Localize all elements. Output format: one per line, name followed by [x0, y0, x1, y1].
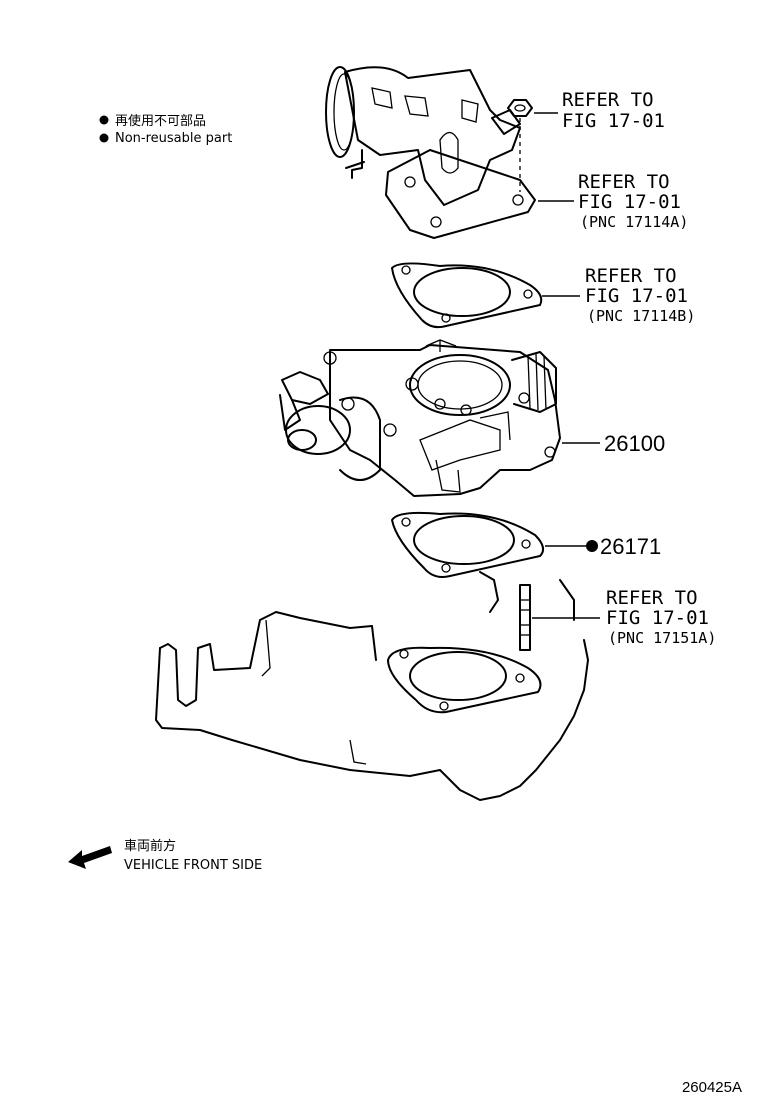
callout-line2: FIG 17-01 — [578, 191, 681, 213]
callout-line1: REFER TO — [606, 587, 698, 609]
callout-line1: REFER TO — [585, 265, 677, 287]
callout-stud: REFER TO FIG 17-01 (PNC 17151A) — [606, 587, 716, 647]
direction-jp-label: 車両前方 — [124, 838, 176, 854]
direction-en-label: VEHICLE FRONT SIDE — [124, 858, 262, 873]
lower-gasket-drawing — [391, 511, 545, 578]
callout-line2: FIG 17-01 — [562, 110, 665, 132]
non-reusable-bullet-icon — [586, 540, 598, 552]
callout-line1: REFER TO — [562, 89, 654, 111]
intake-manifold-drawing — [155, 571, 589, 801]
nut-drawing — [507, 99, 533, 192]
part-number-throttle-body: 26100 — [604, 431, 665, 456]
callout-line2: FIG 17-01 — [606, 607, 709, 629]
callout-upper-gasket: REFER TO FIG 17-01 (PNC 17114B) — [585, 265, 695, 325]
callout-pnc: (PNC 17114A) — [580, 213, 688, 231]
illustration-code: 260425A — [682, 1079, 742, 1096]
callout-pnc: (PNC 17151A) — [608, 629, 716, 647]
part-number-gasket: 26171 — [600, 534, 661, 559]
callout-throttle-body: 26100 — [604, 431, 665, 456]
callout-pnc: (PNC 17114B) — [587, 307, 695, 325]
vehicle-direction: 車両前方 VEHICLE FRONT SIDE — [68, 838, 262, 873]
callout-gasket: 26171 — [586, 534, 661, 559]
callout-housing: REFER TO FIG 17-01 (PNC 17114A) — [578, 171, 688, 231]
callout-line1: REFER TO — [578, 171, 670, 193]
bullet-icon — [99, 133, 109, 143]
bullet-icon — [99, 115, 109, 125]
legend: 再使用不可部品 Non-reusable part — [99, 113, 232, 146]
callout-line2: FIG 17-01 — [585, 285, 688, 307]
legend-jp-label: 再使用不可部品 — [115, 113, 206, 129]
upper-housing-drawing — [325, 66, 536, 239]
stud-drawing — [519, 584, 531, 651]
upper-gasket-drawing — [391, 262, 543, 329]
front-arrow-icon — [68, 846, 112, 869]
legend-en-label: Non-reusable part — [115, 131, 232, 146]
throttle-body-drawing — [279, 339, 561, 497]
callout-nut: REFER TO FIG 17-01 — [562, 89, 665, 132]
